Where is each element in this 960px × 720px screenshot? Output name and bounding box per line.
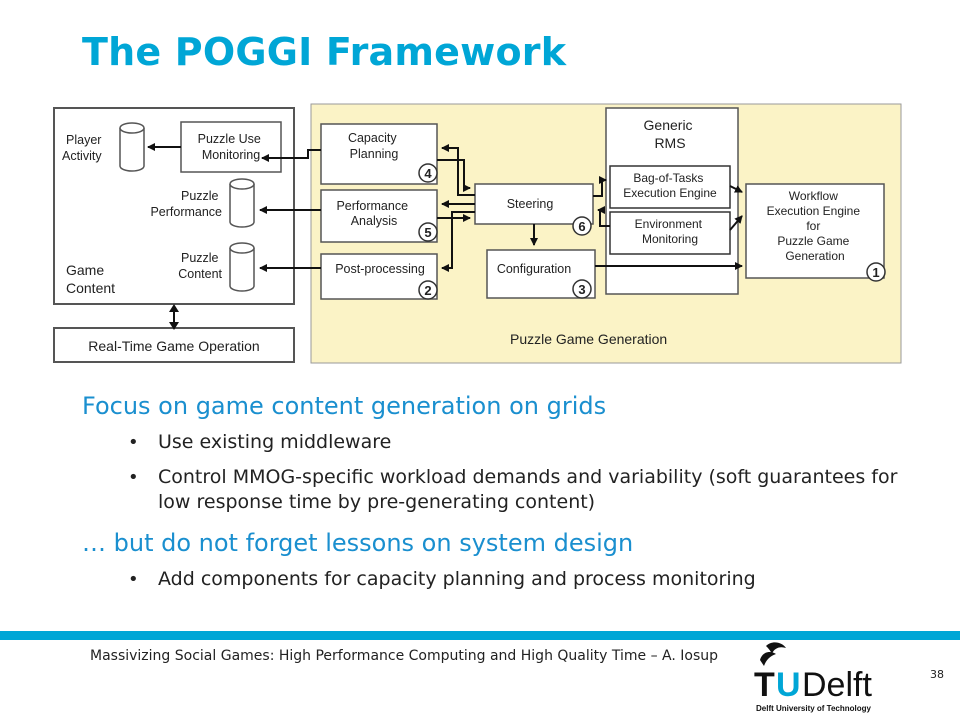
svg-text:Performance Analysis: Performance Analysis: [336, 199, 411, 228]
svg-text:1: 1: [872, 265, 879, 280]
page-number: 38: [930, 668, 944, 681]
svg-text:Game Content: Game Content: [66, 262, 115, 296]
post-processing-box: [320, 253, 438, 300]
svg-text:4: 4: [424, 166, 432, 181]
svg-text:Real-Time Game Operation: Real-Time Game Operation: [88, 338, 259, 354]
svg-text:U: U: [776, 666, 801, 704]
puzzle-content-cylinder: [229, 242, 255, 292]
bullet-heading-1: Focus on game content generation on grid…: [82, 392, 607, 420]
bullet-item: • Add components for capacity planning a…: [128, 568, 756, 590]
svg-text:Puzzle Content: Puzzle Content: [178, 251, 222, 281]
svg-text:Capacity Planning: Capacity Planning: [348, 131, 400, 161]
bullet-list: Focus on game content generation on grid…: [82, 392, 922, 602]
svg-text:Puzzle Use Monitoring: Puzzle Use Monitoring: [198, 132, 265, 162]
bullet-dot-icon: •: [128, 569, 139, 590]
svg-text:Environment Monitoring: Environment Monitoring: [635, 217, 706, 246]
svg-text:Bag-of-Tasks Execution Eng: Bag-of-Tasks Execution Engine: [623, 171, 717, 200]
svg-text:Delft University of Technology: Delft University of Technology: [756, 704, 872, 713]
svg-text:Post-processing: Post-processing: [335, 262, 425, 276]
svg-text:Configuration: Configuration: [497, 262, 571, 276]
capacity-planning-box: [320, 123, 438, 185]
bullet-dot-icon: •: [128, 467, 139, 488]
svg-text:6: 6: [578, 219, 585, 234]
bullet-heading-2: … but do not forget lessons on system de…: [82, 529, 634, 557]
bullet-dot-icon: •: [128, 432, 139, 453]
flame-icon: [760, 642, 786, 666]
player-activity-label: Player Activity: [62, 133, 105, 163]
footer-accent-bar: [0, 631, 960, 640]
performance-analysis-box: [320, 189, 438, 243]
svg-text:Puzzle Performance: Puzzle Performance: [150, 189, 222, 219]
svg-text:Steering: Steering: [507, 197, 554, 211]
workflow-engine-box: [745, 183, 885, 279]
tudelft-logo: T U Delft Delft University of Technology: [754, 642, 872, 713]
player-activity-cylinder: [119, 122, 145, 172]
footer-text: Massivizing Social Games: High Performan…: [90, 648, 719, 664]
svg-text:5: 5: [424, 225, 431, 240]
svg-text:2: 2: [424, 283, 431, 298]
steering-box: [474, 183, 594, 225]
puzzle-performance-cylinder: [229, 178, 255, 228]
environment-monitoring-box: [609, 211, 731, 255]
puzzle-game-generation-label: Puzzle Game Generation: [510, 331, 667, 347]
svg-text:Generic RMS: Generic RMS: [644, 117, 697, 151]
puzzle-use-monitoring-box: [180, 121, 282, 173]
poggi-diagram: Puzzle Game Generation Player Activity P…: [53, 103, 902, 364]
bullet-item: • Control MMOG-specific workload demands…: [128, 466, 898, 513]
svg-text:Workflow Execution Engine: Workflow Execution Engine for Puzzle Gam…: [767, 189, 864, 263]
svg-text:3: 3: [578, 282, 585, 297]
svg-text:T: T: [754, 666, 775, 704]
bullet-item: • Use existing middleware: [128, 431, 392, 453]
slide-title: The POGGI Framework: [82, 30, 567, 74]
bag-of-tasks-box: [609, 165, 731, 209]
svg-text:Delft: Delft: [802, 666, 872, 704]
